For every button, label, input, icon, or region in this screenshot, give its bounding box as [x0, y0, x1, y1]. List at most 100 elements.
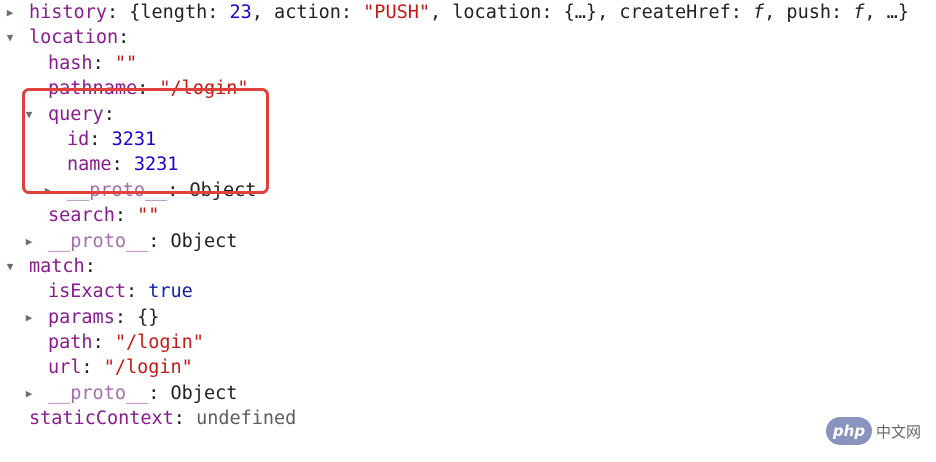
property-value: : — [106, 2, 130, 23]
tree-row-text: params: {} — [48, 305, 159, 330]
tree-row-location-hash: hash: "" — [0, 51, 936, 76]
tree-row-query-id: id: 3231 — [0, 127, 936, 152]
tree-row-text: id: 3231 — [67, 127, 156, 152]
expand-down-icon[interactable]: ▼ — [6, 259, 14, 273]
tree-row-match-params[interactable]: ▶ params: {} — [0, 305, 936, 330]
property-key: isExact — [48, 281, 126, 303]
expand-down-icon[interactable]: ▼ — [25, 107, 33, 121]
property-value: : — [118, 27, 130, 49]
tree-row-text: name: 3231 — [67, 152, 178, 177]
property-value: : — [89, 128, 112, 150]
tree-row-location-search: search: "" — [0, 203, 936, 228]
property-key: history — [29, 2, 107, 23]
console-object-tree: ▶ history: {length: 23, action: "PUSH", l… — [0, 0, 936, 431]
property-value: f — [753, 2, 765, 23]
property-value: "/login" — [103, 357, 193, 379]
expand-right-icon[interactable]: ▶ — [6, 6, 14, 19]
tree-row-location-proto[interactable]: ▶ __proto__: Object — [0, 229, 936, 254]
property-value: Object — [170, 230, 238, 252]
property-value: : — [173, 408, 197, 430]
property-value: 23 — [229, 2, 252, 23]
property-key: __proto__ — [67, 179, 168, 201]
property-key: __proto__ — [48, 382, 149, 404]
property-value: {} — [137, 306, 160, 328]
property-value: {length: — [129, 2, 230, 23]
tree-row-match-url: url: "/login" — [0, 355, 936, 380]
property-value: : — [92, 52, 115, 74]
property-value: , action: — [251, 2, 364, 23]
tree-row-text: search: "" — [48, 203, 159, 228]
property-value: : — [84, 255, 96, 277]
property-value: f — [853, 2, 865, 23]
property-value: "" — [137, 205, 160, 227]
tree-row-text: __proto__: Object — [48, 381, 237, 406]
property-value: , location: {…}, createHref: — [430, 2, 754, 23]
tree-row-history[interactable]: ▶ history: {length: 23, action: "PUSH", l… — [0, 0, 936, 25]
property-key: staticContext — [29, 408, 174, 430]
tree-row-text: isExact: true — [48, 279, 193, 304]
property-value: : — [125, 281, 149, 303]
tree-row-text: hash: "" — [48, 51, 137, 76]
tree-row-match-path: path: "/login" — [0, 330, 936, 355]
property-key: path — [48, 332, 93, 354]
watermark-site-name: 中文网 — [876, 422, 922, 441]
property-value: : — [114, 205, 138, 227]
tree-row-query-name: name: 3231 — [0, 152, 936, 177]
property-value: "PUSH" — [363, 2, 430, 23]
tree-row-match-isexact: isExact: true — [0, 279, 936, 304]
expand-right-icon[interactable]: ▶ — [25, 386, 33, 400]
property-value: "" — [114, 52, 138, 74]
tree-row-query-proto[interactable]: ▶ __proto__: Object — [0, 178, 936, 203]
tree-row-staticcontext: staticContext: undefined — [0, 406, 936, 431]
property-value: undefined — [196, 408, 297, 430]
property-value: , push: — [764, 2, 854, 23]
property-value: Object — [189, 179, 257, 201]
property-key: hash — [48, 52, 93, 74]
tree-row-text: __proto__: Object — [48, 229, 237, 254]
property-key: location — [29, 27, 119, 49]
expand-right-icon[interactable]: ▶ — [44, 183, 52, 197]
property-value: true — [148, 281, 193, 303]
property-key: name — [67, 154, 112, 176]
property-value: 3231 — [133, 154, 179, 176]
property-value: "/login" — [159, 78, 249, 100]
tree-row-match-proto[interactable]: ▶ __proto__: Object — [0, 381, 936, 406]
tree-row-text: path: "/login" — [48, 330, 204, 355]
tree-row-text: history: {length: 23, action: "PUSH", lo… — [29, 0, 909, 25]
tree-row-text: url: "/login" — [48, 355, 193, 380]
tree-row-location-pathname: pathname: "/login" — [0, 76, 936, 101]
tree-row-text: match: — [29, 254, 96, 279]
property-value: : — [148, 230, 171, 252]
property-value: : — [103, 103, 115, 125]
expand-right-icon[interactable]: ▶ — [25, 234, 33, 248]
property-value: : — [167, 179, 190, 201]
property-value: : — [137, 78, 160, 100]
property-value: : — [92, 332, 115, 354]
property-value: : — [148, 382, 171, 404]
property-key: id — [67, 128, 90, 150]
property-value: 3231 — [111, 128, 157, 150]
property-key: params — [48, 306, 115, 328]
tree-row-text: pathname: "/login" — [48, 76, 249, 101]
tree-row-text: staticContext: undefined — [29, 406, 296, 431]
property-value: Object — [170, 382, 238, 404]
property-key: pathname — [48, 78, 138, 100]
property-value: , …} — [864, 2, 909, 23]
tree-row-text: query: — [48, 102, 115, 127]
property-key: __proto__ — [48, 230, 149, 252]
property-key: match — [29, 255, 85, 277]
property-key: search — [48, 205, 115, 227]
tree-row-match[interactable]: ▼ match: — [0, 254, 936, 279]
tree-row-location[interactable]: ▼ location: — [0, 25, 936, 50]
tree-row-location-query[interactable]: ▼ query: — [0, 102, 936, 127]
watermark: php 中文网 — [826, 414, 930, 448]
property-value: : — [81, 357, 104, 379]
tree-row-text: __proto__: Object — [67, 178, 256, 203]
expand-right-icon[interactable]: ▶ — [25, 310, 33, 324]
php-logo: php — [826, 417, 872, 445]
property-key: query — [48, 103, 104, 125]
expand-down-icon[interactable]: ▼ — [6, 31, 14, 45]
property-value: : — [114, 306, 138, 328]
property-value: "/login" — [114, 332, 204, 354]
tree-row-text: location: — [29, 25, 129, 50]
